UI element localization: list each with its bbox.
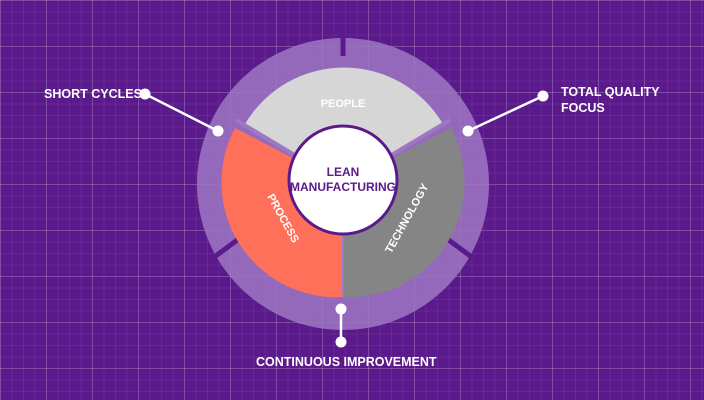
callout-dot-continuous-outer [335,336,347,348]
center-label-line2: MANUFACTURING [290,180,396,194]
ring-gap-left [211,235,242,261]
callout-line-total-quality [467,94,544,133]
callout-label-short-cycles: SHORT CYCLES [44,87,142,101]
ring-gap-right [444,235,475,261]
center-label-line1: LEAN [327,165,360,179]
callout-label-total-quality: TOTAL QUALITY FOCUS [561,85,660,115]
callout-dot-total-quality-outer [537,90,549,102]
callout-dot-continuous-inner [335,303,347,315]
callout-dot-total-quality-inner [462,125,474,137]
callout-line-short-cycles [144,92,219,133]
callout-label-continuous: CONTINUOUS IMPROVEMENT [256,355,437,369]
segment-label-people: PEOPLE [321,98,366,110]
center-circle [287,124,399,236]
callout-dot-short-cycles-outer [139,88,151,100]
callout-dot-short-cycles-inner [212,125,224,137]
